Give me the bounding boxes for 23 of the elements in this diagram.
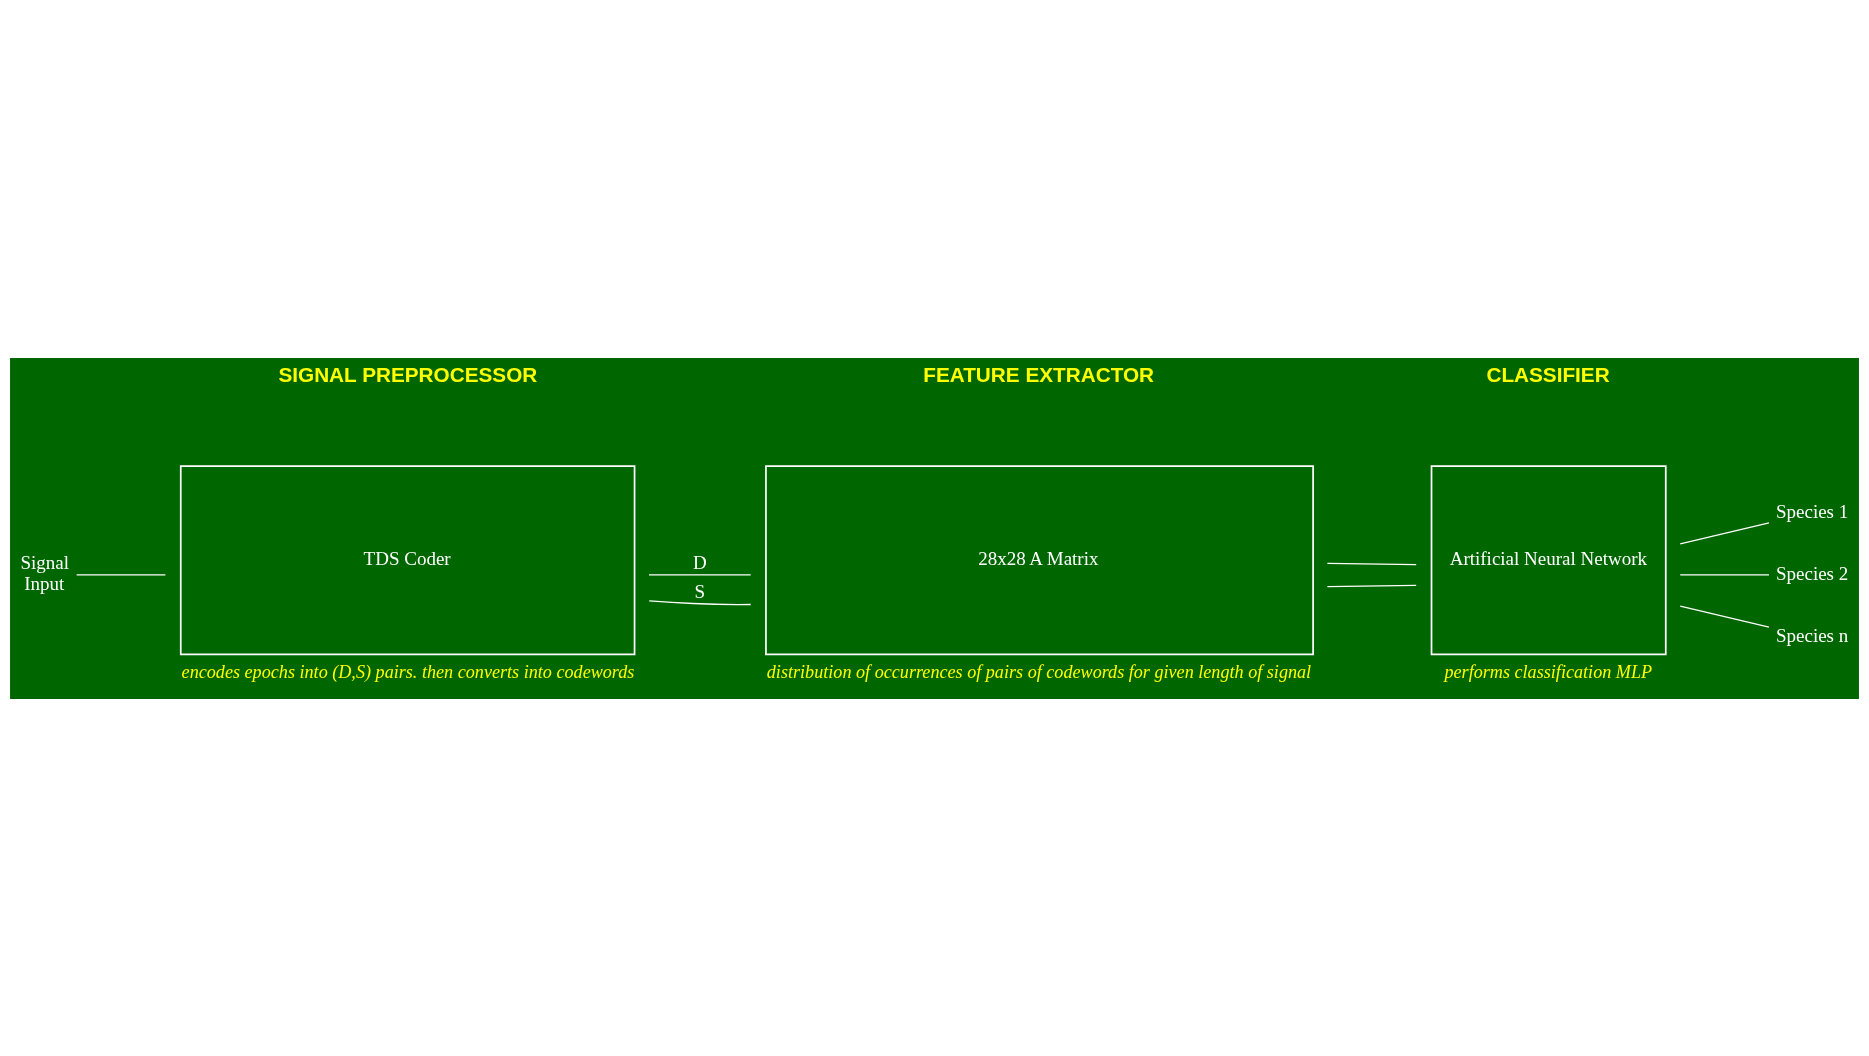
node-text: Signal Input [20,551,69,594]
connector [1679,521,1770,544]
connector [1679,573,1770,576]
label: SIGNAL PREPROCESSOR [278,362,538,386]
node-text: Species n [1775,624,1849,646]
node-box: TDS Coder [179,464,636,655]
label: FEATURE EXTRACTOR [923,362,1155,386]
edge-label: D [692,551,707,573]
node-box: Artificial Neural Network [1430,464,1667,655]
node-label: distribution of occurrences of pairs of codewords for given length of signal [766,661,1312,682]
node-text: Species 1 [1775,500,1849,522]
node-text: Species 2 [1775,562,1849,584]
connector [648,573,752,576]
label: CLASSIFIER [1486,362,1610,386]
connector [76,573,166,576]
connector [1326,562,1417,565]
connector [648,599,752,605]
connector [1326,584,1417,587]
node-label: encodes epochs into (D,S) pairs. then converts into codewords [181,661,635,682]
node-box: 28x28 A Matrix [765,464,1314,655]
connector [1679,604,1770,628]
node-label: performs classification MLP [1444,661,1653,682]
edge-label: S [694,580,706,602]
